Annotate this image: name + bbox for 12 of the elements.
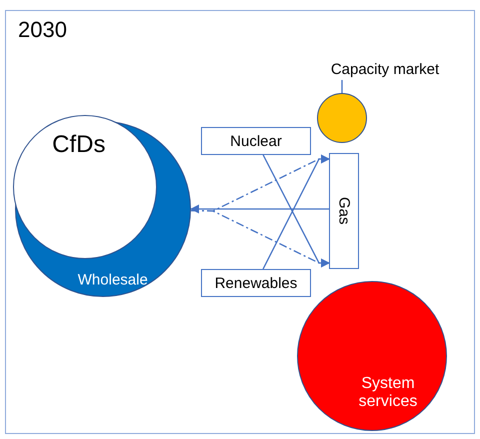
nuclear-box: Nuclear [201, 127, 311, 155]
circle-label: Wholesale [78, 272, 148, 289]
panel-frame [5, 10, 475, 434]
year-heading: 2030 [18, 17, 67, 43]
circle-label: CfDs [52, 130, 106, 159]
circle-label: System services [358, 375, 418, 411]
gas-box: Gas [329, 153, 359, 269]
marker-circle [317, 93, 367, 143]
renewables-box: Renewables [201, 269, 311, 297]
leader-line [341, 80, 343, 93]
callout-label: Capacity market [313, 58, 457, 80]
arrow [190, 204, 329, 214]
